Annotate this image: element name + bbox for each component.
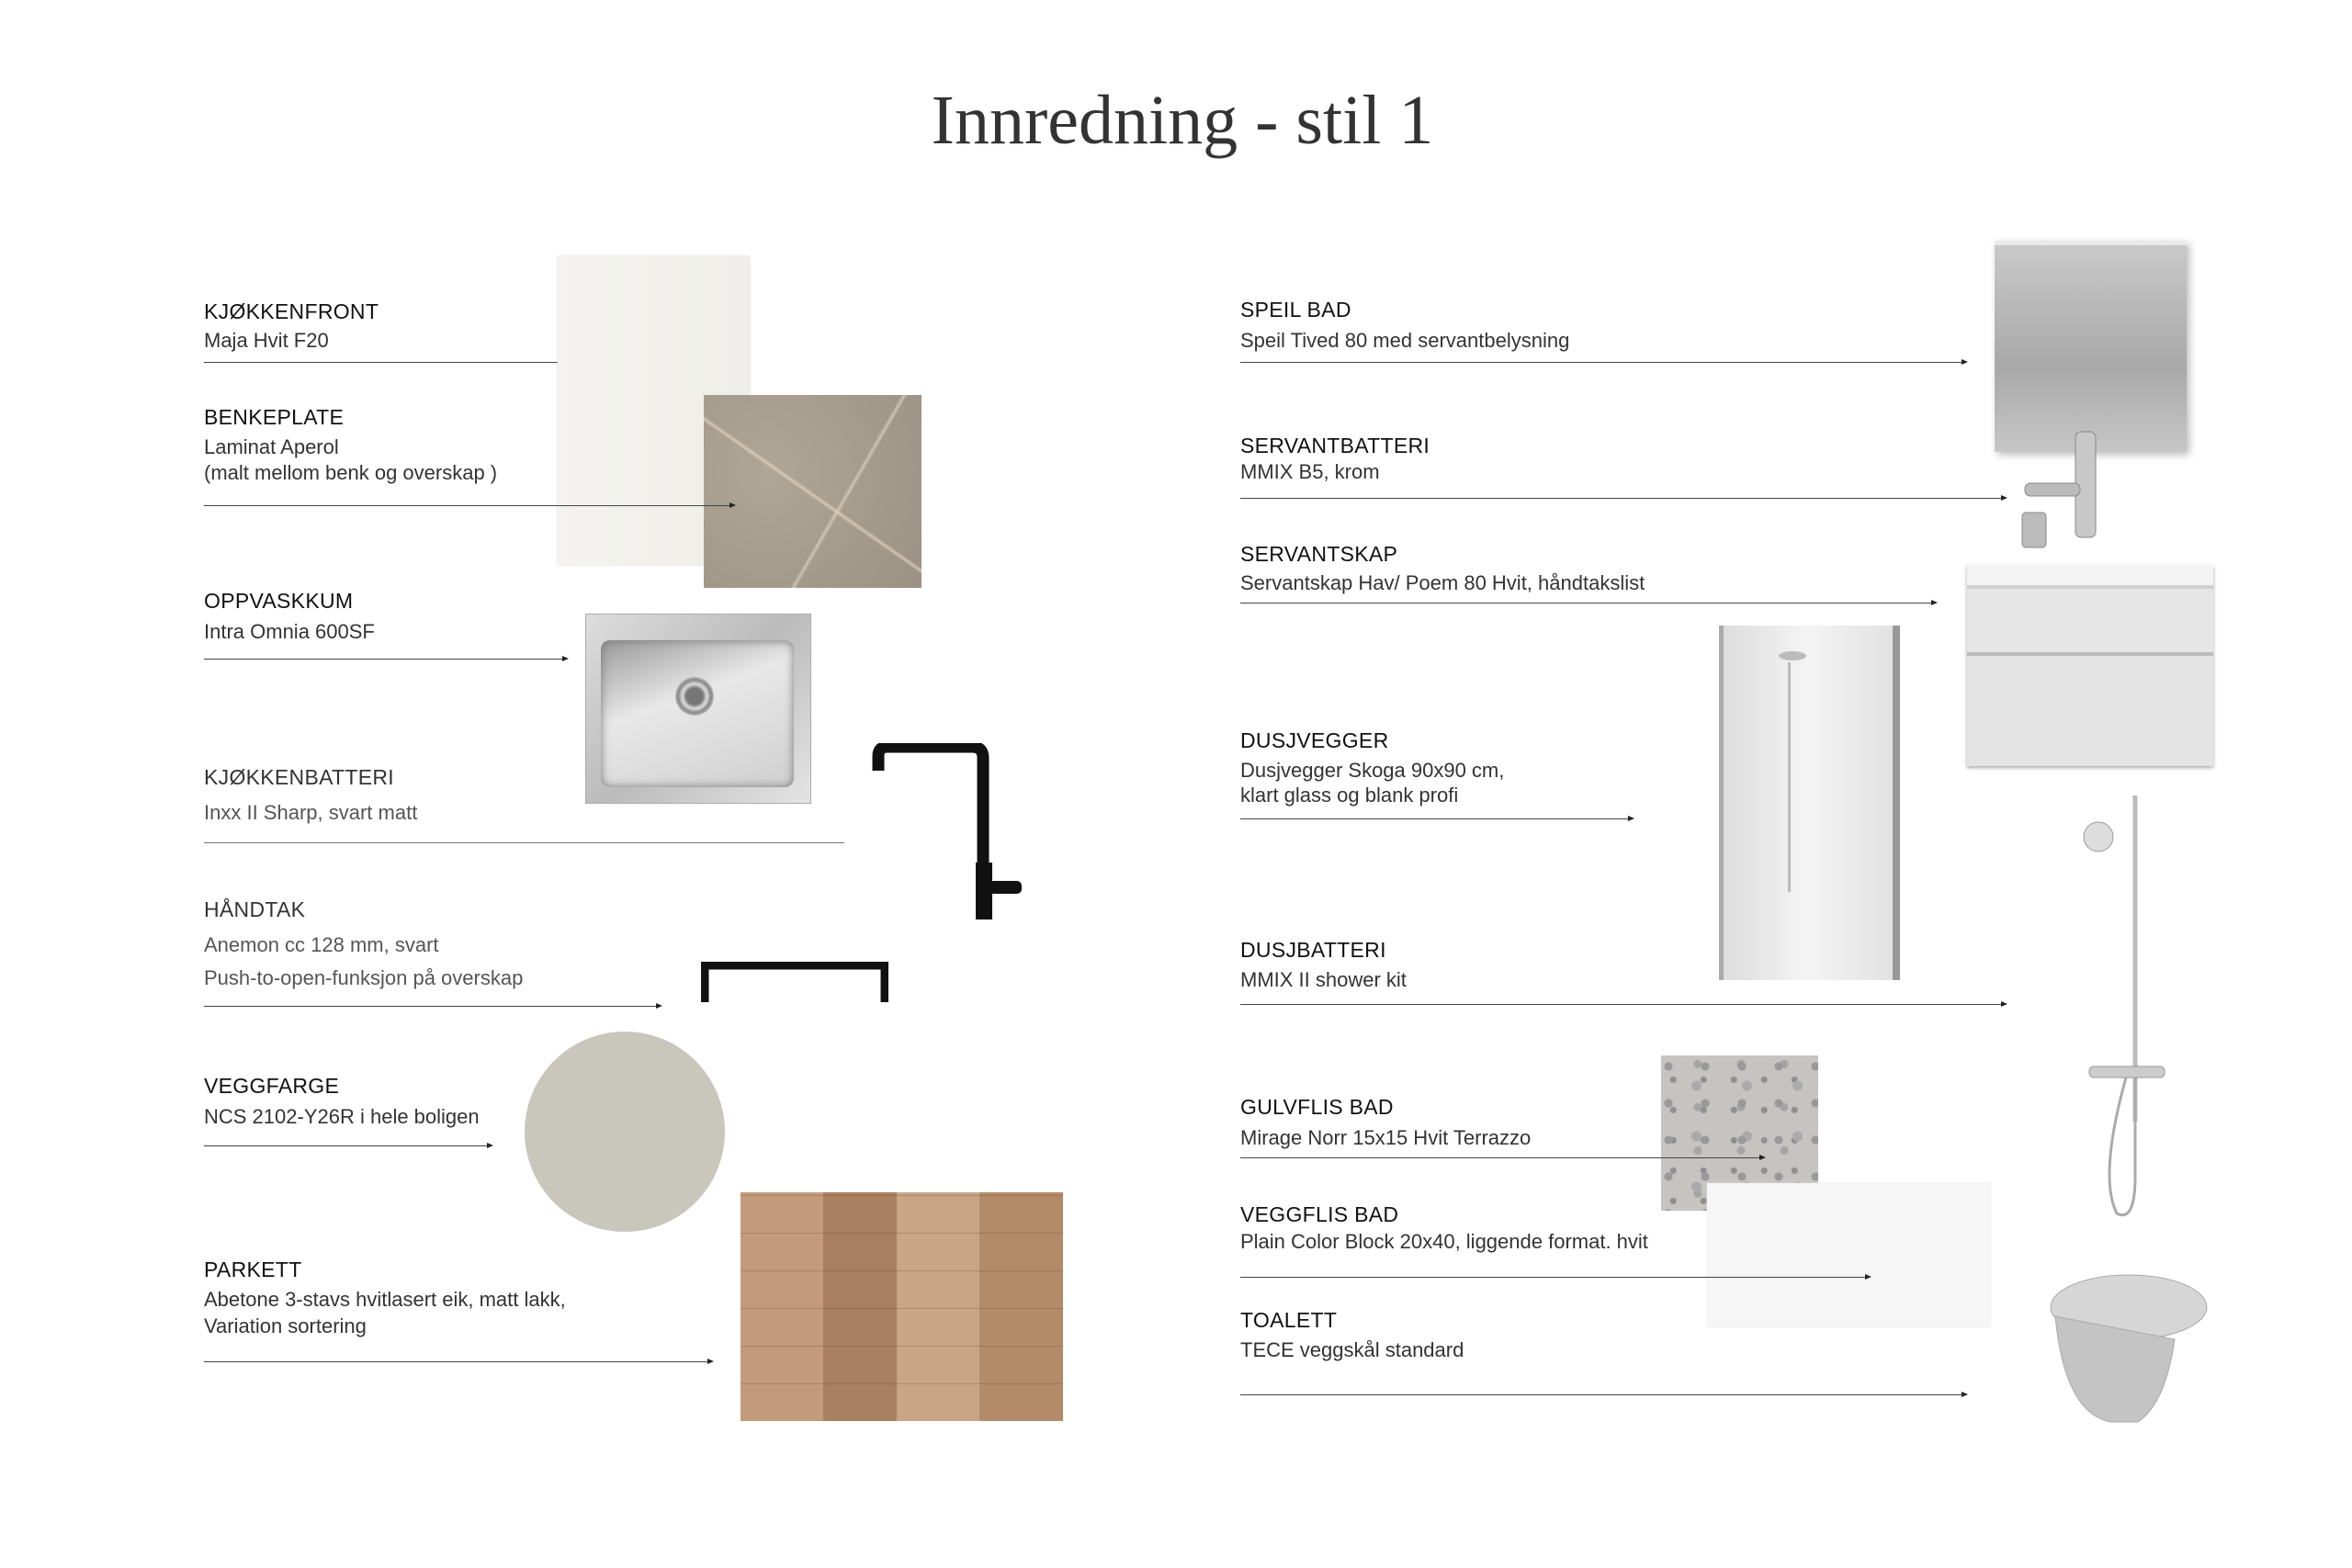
pointer-line	[204, 1003, 662, 1009]
pointer-line	[204, 502, 736, 508]
desc-dusjbatteri: MMIX II shower kit	[1240, 968, 1407, 991]
label-gulvflis-bad: GULVFLIS BAD	[1240, 1095, 1394, 1119]
pointer-line	[1240, 816, 1634, 821]
desc-parkett-1: Abetone 3-stavs hvitlasert eik, matt lak…	[204, 1288, 566, 1311]
pointer-line	[1240, 359, 1968, 365]
label-dusjbatteri: DUSJBATTERI	[1240, 938, 1386, 962]
kitchen-faucet-image	[872, 743, 1022, 919]
wall-tile-sample	[1707, 1183, 1990, 1326]
desc-benkeplate-1: Laminat Aperol	[204, 435, 339, 458]
desc-handtak-2: Push-to-open-funksjon på overskap	[204, 966, 524, 989]
toilet-image	[2050, 1274, 2208, 1423]
page-title: Innredning - stil 1	[931, 82, 1434, 159]
desc-speil-bad: Speil Tived 80 med servantbelysning	[1240, 329, 1570, 352]
desc-handtak-1: Anemon cc 128 mm, svart	[204, 933, 439, 956]
label-benkeplate: BENKEPLATE	[204, 405, 345, 429]
label-kjokkenfront: KJØKKENFRONT	[204, 299, 379, 323]
desc-oppvaskkum: Intra Omnia 600SF	[204, 620, 375, 643]
label-parkett: PARKETT	[204, 1258, 302, 1281]
label-toalett: TOALETT	[1240, 1308, 1338, 1332]
desc-benkeplate-2: (malt mellom benk og overskap )	[204, 461, 498, 484]
desc-toalett: TECE veggskål standard	[1240, 1338, 1464, 1361]
desc-dusjvegger-2: klart glass og blank profi	[1240, 784, 1459, 807]
drain-icon	[675, 677, 714, 716]
sink-image	[585, 614, 811, 804]
pointer-line	[204, 1359, 714, 1364]
basin-tap-image	[2021, 431, 2097, 548]
wall-color-swatch	[525, 1032, 725, 1232]
label-speil-bad: SPEIL BAD	[1240, 298, 1351, 321]
desc-kjokkenbatteri: Inxx II Sharp, svart matt	[204, 801, 418, 824]
label-oppvaskkum: OPPVASKKUM	[204, 589, 354, 613]
mirror-image	[1995, 241, 2187, 452]
pointer-line	[1240, 1274, 1871, 1280]
pointer-line	[1240, 1155, 1766, 1160]
pointer-line	[1240, 495, 2007, 501]
desc-servantbatteri: MMIX B5, krom	[1240, 460, 1380, 483]
label-veggflis-bad: VEGGFLIS BAD	[1240, 1202, 1399, 1226]
pointer-line	[204, 842, 844, 843]
parquet-sample	[741, 1192, 1063, 1421]
shower-walls-image	[1719, 626, 1900, 980]
label-servantbatteri: SERVANTBATTERI	[1240, 434, 1430, 457]
label-dusjvegger: DUSJVEGGER	[1240, 728, 1389, 752]
desc-parkett-2: Variation sortering	[204, 1314, 367, 1337]
label-handtak: HÅNDTAK	[204, 897, 306, 921]
shower-kit-image	[2083, 795, 2165, 1217]
pointer-line	[204, 1143, 493, 1148]
pointer-line	[1240, 1392, 1968, 1397]
pointer-line	[204, 656, 569, 661]
pointer-line	[1240, 600, 1938, 605]
label-servantskap: SERVANTSKAP	[1240, 542, 1398, 566]
label-kjokkenbatteri: KJØKKENBATTERI	[204, 765, 394, 789]
desc-servantskap: Servantskap Hav/ Poem 80 Hvit, håndtaksl…	[1240, 571, 1645, 594]
desc-kjokkenfront: Maja Hvit F20	[204, 329, 329, 352]
pointer-line	[1240, 1001, 2007, 1007]
vanity-cabinet-image	[1967, 565, 2213, 766]
handle-image	[701, 962, 888, 1002]
desc-veggflis-bad: Plain Color Block 20x40, liggende format…	[1240, 1230, 1648, 1253]
desc-dusjvegger-1: Dusjvegger Skoga 90x90 cm,	[1240, 759, 1505, 782]
label-veggfarge: VEGGFARGE	[204, 1074, 340, 1098]
countertop-sample	[704, 395, 922, 588]
desc-gulvflis-bad: Mirage Norr 15x15 Hvit Terrazzo	[1240, 1126, 1532, 1149]
desc-veggfarge: NCS 2102-Y26R i hele boligen	[204, 1105, 480, 1128]
